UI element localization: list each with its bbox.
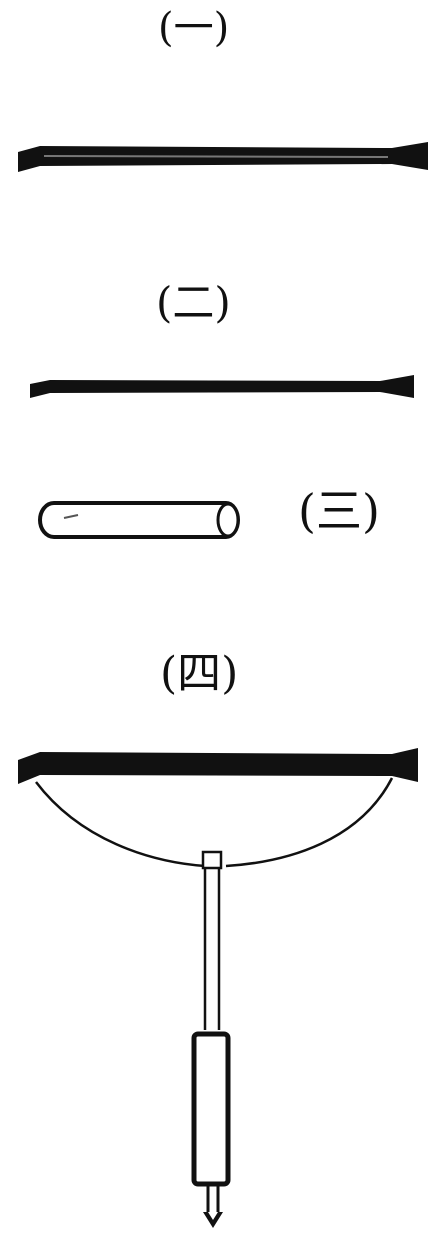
- figure-4-handle-shaft: [203, 866, 221, 1030]
- figure-1-rod-highlight: [43, 155, 389, 158]
- figure-4-tip-wires: [206, 1186, 220, 1212]
- figure-2-label: (二): [156, 278, 231, 327]
- figure-3-label: (三): [298, 484, 380, 538]
- figure-1-label: (一): [158, 5, 230, 51]
- figure-4-bow-string-left: [35, 781, 206, 868]
- figure-4-label: (四): [160, 648, 239, 699]
- figure-2-rod-body: [30, 375, 414, 398]
- figure-3-cylinder-body: [38, 501, 240, 539]
- figure-4-bow-bar: [18, 748, 418, 784]
- figure-3-cylinder-end: [216, 502, 240, 538]
- figure-3-cylinder: [38, 501, 240, 539]
- figure-4-tip: [203, 1212, 223, 1228]
- figure-4-bow-string-right: [225, 777, 394, 868]
- figure-3-cylinder-mark: [63, 514, 79, 519]
- figure-1-rod: [18, 142, 428, 172]
- figure-2-rod: [30, 375, 414, 398]
- figure-4-grip: [191, 1031, 231, 1187]
- figure-4-handle-joint: [201, 850, 223, 870]
- figure-4-bow: [18, 748, 418, 1228]
